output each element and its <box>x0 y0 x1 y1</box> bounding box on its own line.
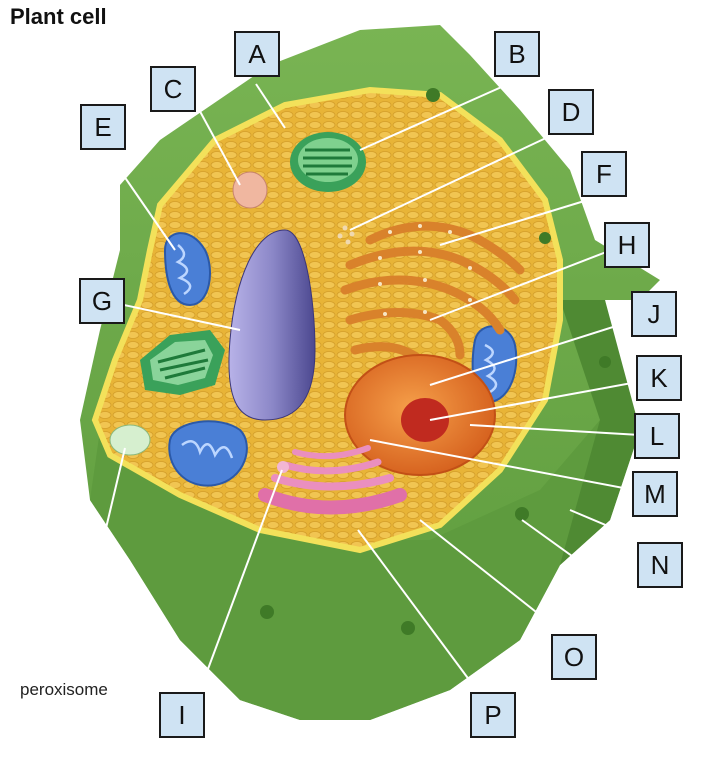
label-i[interactable]: I <box>159 692 205 738</box>
label-k[interactable]: K <box>636 355 682 401</box>
label-h[interactable]: H <box>604 222 650 268</box>
chloroplast-top <box>290 132 366 192</box>
mitochondrion-lower-left <box>169 421 247 485</box>
diagram-title: Plant cell <box>10 4 107 30</box>
label-j[interactable]: J <box>631 291 677 337</box>
label-e[interactable]: E <box>80 104 126 150</box>
label-n[interactable]: N <box>637 542 683 588</box>
label-b[interactable]: B <box>494 31 540 77</box>
label-f[interactable]: F <box>581 151 627 197</box>
peroxisome-caption: peroxisome <box>20 680 108 700</box>
peroxisome <box>110 425 150 455</box>
vesicle <box>233 172 267 208</box>
label-d[interactable]: D <box>548 89 594 135</box>
nucleus <box>345 355 495 475</box>
label-g[interactable]: G <box>79 278 125 324</box>
golgi-vesicle <box>277 461 289 473</box>
label-m[interactable]: M <box>632 471 678 517</box>
label-o[interactable]: O <box>551 634 597 680</box>
label-p[interactable]: P <box>470 692 516 738</box>
label-c[interactable]: C <box>150 66 196 112</box>
nucleolus <box>401 398 449 442</box>
label-l[interactable]: L <box>634 413 680 459</box>
label-a[interactable]: A <box>234 31 280 77</box>
